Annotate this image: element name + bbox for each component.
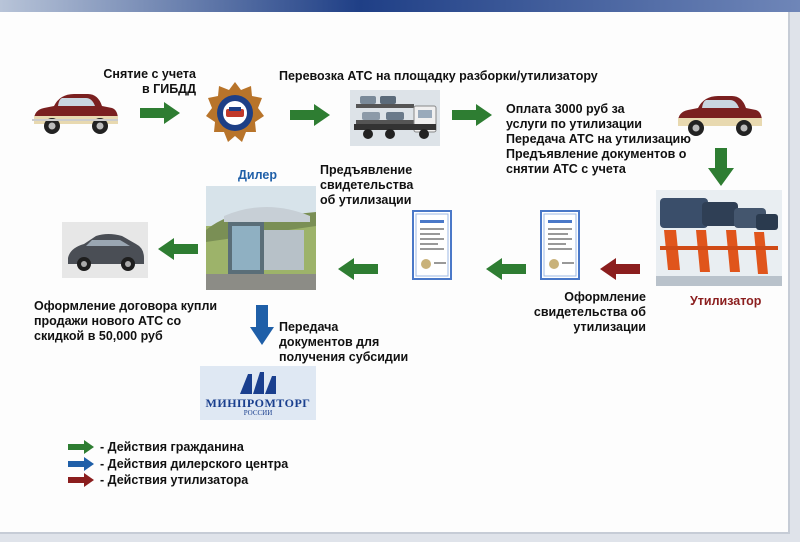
arrow-right-2	[290, 104, 330, 126]
car-transporter-icon	[350, 90, 440, 146]
step-issue-certificate-text: Оформление свидетельства об утилизации	[533, 290, 646, 334]
legend-arrow-citizen	[68, 440, 94, 454]
dealership-building-icon	[206, 186, 316, 290]
step-present-certificate-text: Предъявление свидетельства об утилизации	[320, 163, 414, 207]
new-car-icon	[62, 222, 148, 278]
step-transfer-documents-text: Передача документов для получения субсид…	[279, 320, 409, 364]
arrow-down-1	[708, 148, 734, 186]
arrow-down-blue	[250, 305, 274, 345]
recycler-label: Утилизатор	[690, 294, 762, 308]
arrow-left-3	[338, 258, 378, 280]
arrow-left-2	[486, 258, 526, 280]
top-banner	[0, 0, 800, 12]
legend-item-dealer: - Действия дилерского центра	[68, 456, 288, 472]
old-car-icon-2	[678, 96, 762, 136]
legend-text-dealer: - Действия дилерского центра	[100, 457, 289, 471]
legend-text-citizen: - Действия гражданина	[100, 440, 244, 454]
certificate-icon-recycler	[540, 210, 580, 280]
legend-item-citizen: - Действия гражданина	[68, 439, 244, 455]
ministry-name: МИНПРОМТОРГ	[205, 396, 311, 410]
arrow-right-1	[140, 102, 180, 124]
certificate-icon-citizen	[412, 210, 452, 280]
legend-arrow-dealer	[68, 457, 94, 471]
ministry-subtitle: РОССИИ	[243, 409, 273, 417]
old-car-icon	[32, 94, 118, 134]
legend-arrow-recycler	[68, 473, 94, 487]
arrow-right-3	[452, 104, 492, 126]
step-payment-text: Оплата 3000 руб за услуги по утилизации …	[506, 102, 691, 176]
step-new-car-contract-text: Оформление договора купли продажи нового…	[34, 299, 218, 343]
step-deregister-text: Снятие с учета в ГИБДД	[103, 67, 196, 96]
legend-text-recycler: - Действия утилизатора	[100, 473, 249, 487]
ministry-emblem-icon	[240, 372, 276, 394]
arrow-left-red	[600, 258, 640, 280]
recycling-plant-icon	[656, 190, 782, 286]
arrow-left-4	[158, 238, 198, 260]
gibdd-emblem-icon	[206, 82, 264, 142]
step-transport-text: Перевозка АТС на площадку разборки/утили…	[279, 69, 598, 83]
legend-item-recycler: - Действия утилизатора	[68, 472, 248, 488]
minpromtorg-logo-icon: МИНПРОМТОРГ РОССИИ	[200, 366, 316, 420]
dealer-label: Дилер	[238, 168, 277, 182]
